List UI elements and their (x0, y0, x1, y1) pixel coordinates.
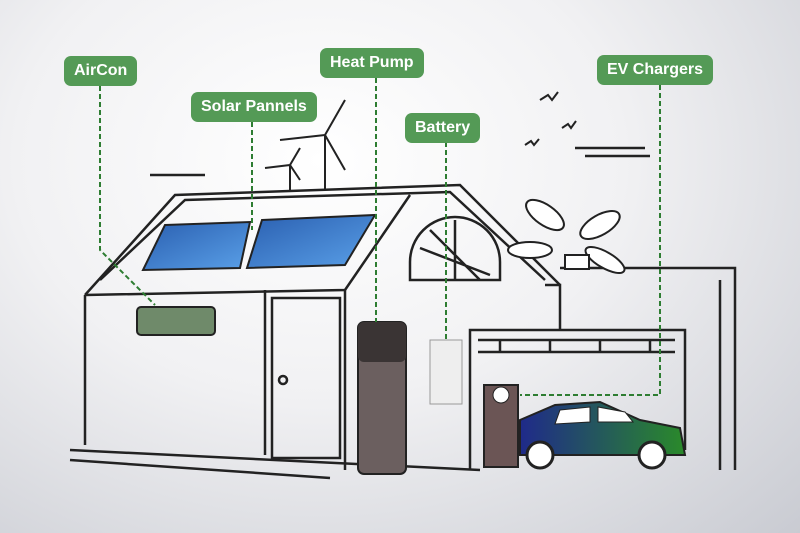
label-solar-panels: Solar Pannels (191, 92, 317, 122)
label-ev-chargers: EV Chargers (597, 55, 714, 85)
label-aircon: AirCon (64, 56, 138, 86)
solar-panels (141, 213, 377, 272)
door (270, 296, 342, 460)
battery-unit (429, 339, 463, 405)
palm-plant (507, 198, 626, 274)
roof-outline (84, 183, 561, 296)
aircon-unit (136, 306, 216, 336)
label-heat-pump: Heat Pump (320, 48, 424, 78)
label-battery: Battery (405, 113, 481, 143)
leader-lines (99, 78, 661, 396)
